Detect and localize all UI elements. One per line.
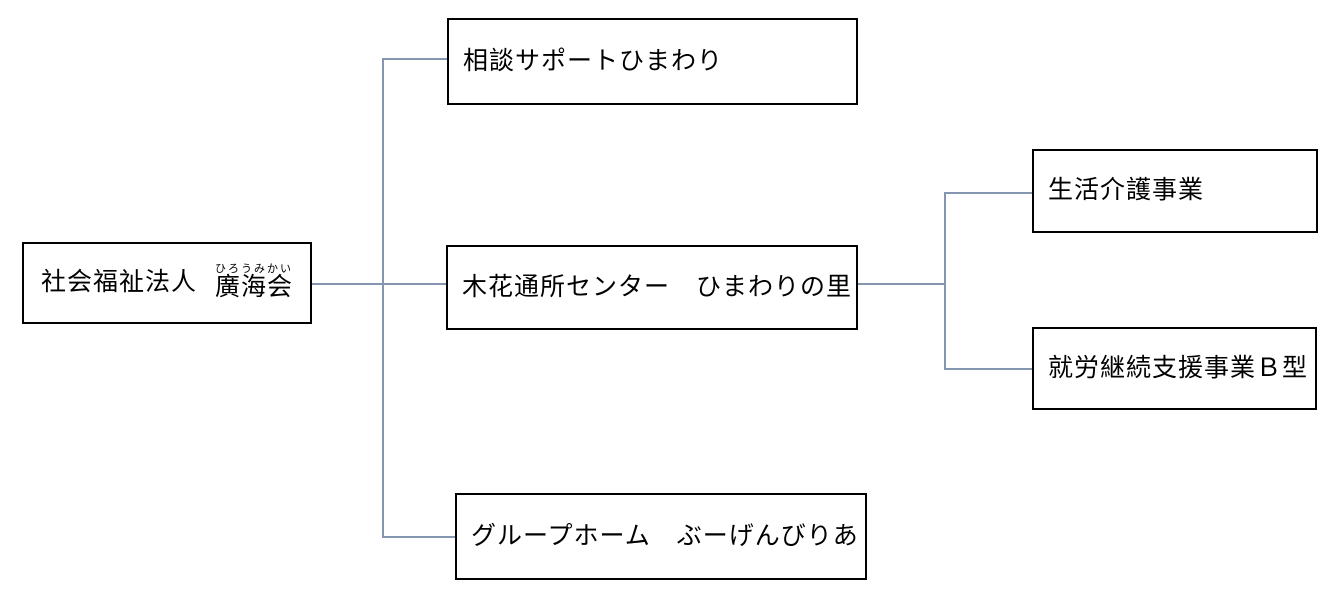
connector-right-trunk <box>944 192 946 370</box>
connector-trunk-to-soudan <box>384 58 447 60</box>
org-box-label: グループホーム ぶーげんびりあ <box>471 522 859 550</box>
org-box-label: 就労継続支援事業Ｂ型 <box>1048 354 1309 382</box>
corporation-name-text: 廣海会 <box>215 273 294 301</box>
org-box-seikatsu-kaigo-jigyou: 生活介護事業 <box>1032 149 1318 233</box>
connector-left-trunk <box>382 58 384 538</box>
connector-trunk-to-shurou <box>946 368 1032 370</box>
org-box-label: 相談サポートひまわり <box>463 47 724 75</box>
corporation-furigana-text: ひろうみかい <box>215 262 293 275</box>
org-box-soudan-support-himawari: 相談サポートひまわり <box>447 18 858 105</box>
connector-trunk-to-seikatsu <box>946 192 1032 194</box>
org-box-shuurou-keizoku-shien-b: 就労継続支援事業Ｂ型 <box>1032 327 1317 410</box>
org-box-corporation: 社会福祉法人 廣海会ひろうみかい <box>22 242 312 324</box>
org-box-label: 木花通所センター ひまわりの里 <box>462 273 853 301</box>
corporation-prefix-text: 社会福祉法人 <box>40 269 197 297</box>
corporation-name-ruby: 廣海会ひろうみかい <box>215 263 293 303</box>
connector-trunk-to-grouphome <box>384 536 455 538</box>
org-box-kibana-center-himawari-no-sato: 木花通所センター ひまわりの里 <box>446 245 858 330</box>
connector-root-to-kibana <box>312 283 446 285</box>
org-box-label: 生活介護事業 <box>1048 177 1205 205</box>
org-box-group-home-bougainvillea: グループホーム ぶーげんびりあ <box>455 493 867 580</box>
connector-kibana-to-trunk <box>858 283 944 285</box>
